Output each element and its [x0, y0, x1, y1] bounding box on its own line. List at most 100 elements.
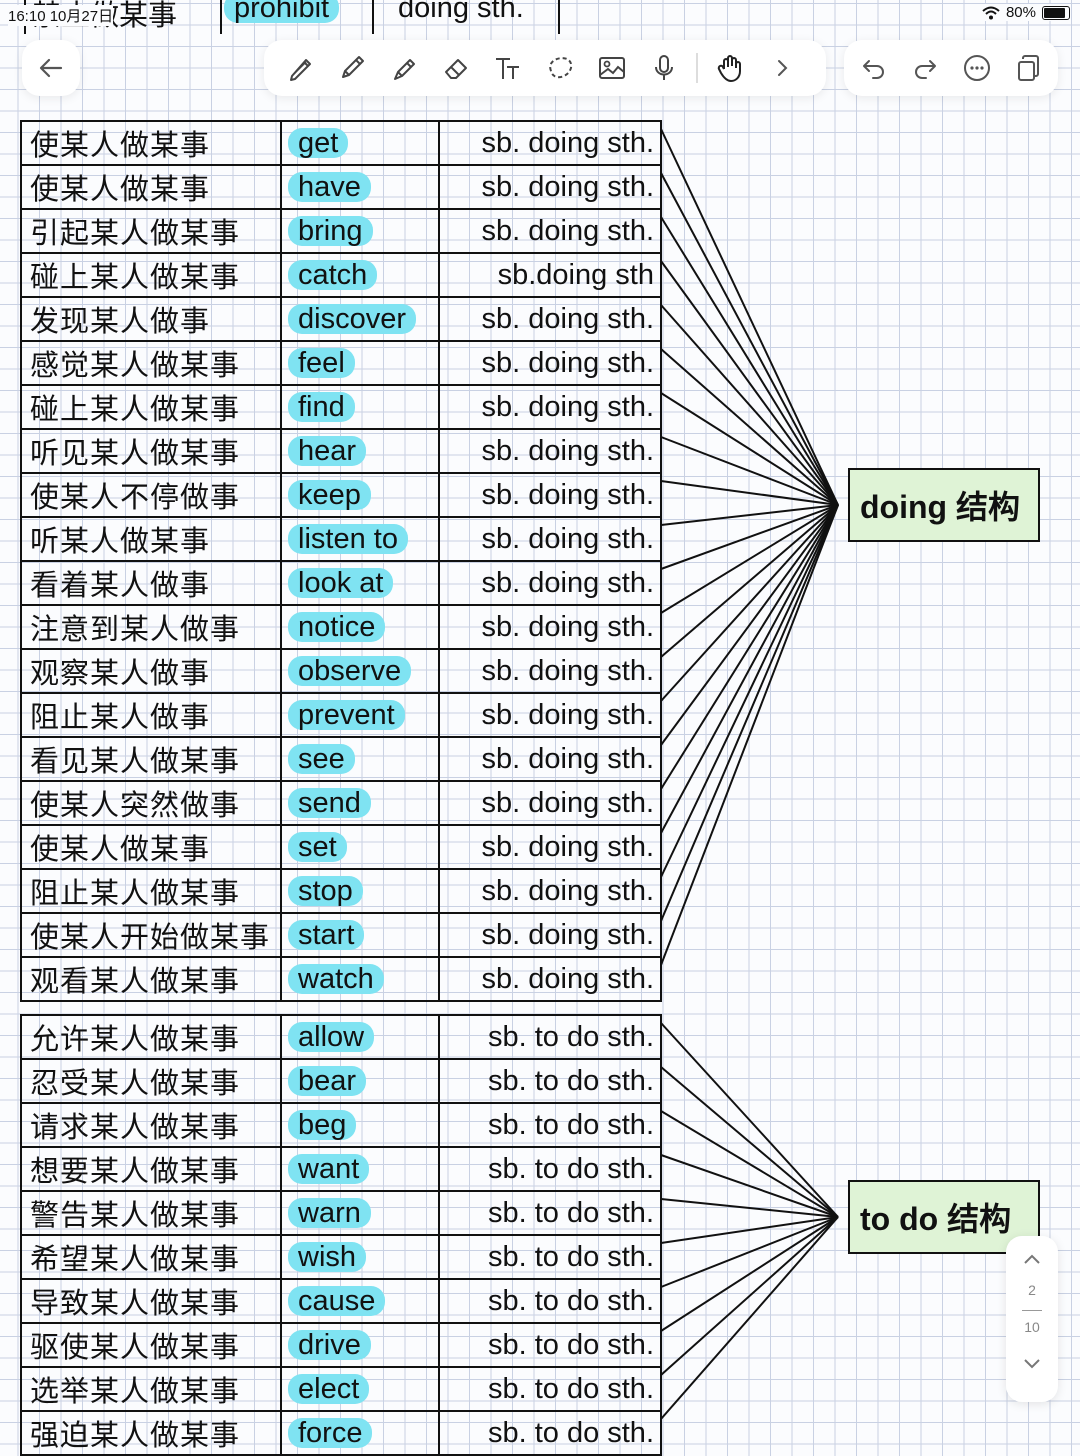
- chinese-meaning-cell: 碰上某人做某事: [20, 252, 282, 298]
- connector-line: [660, 1022, 839, 1218]
- pencil-icon[interactable]: [326, 42, 378, 94]
- status-date: 10月27日: [49, 8, 114, 25]
- pattern-cell: sb. to do sth.: [438, 1014, 662, 1060]
- connector-line: [660, 504, 839, 790]
- connector-line: [660, 1066, 839, 1218]
- verb-cell: watch: [280, 956, 440, 1002]
- pager-divider: [1022, 1310, 1042, 1311]
- connector-line: [660, 1216, 839, 1332]
- pattern-cell: sb. doing sth.: [438, 208, 662, 254]
- verb-cell: feel: [280, 340, 440, 386]
- verb-cell: allow: [280, 1014, 440, 1060]
- chinese-meaning-cell: 观看某人做某事: [20, 956, 282, 1002]
- connector-line: [660, 260, 839, 506]
- pen-icon[interactable]: [274, 42, 326, 94]
- highlighted-verb: warn: [288, 1197, 371, 1228]
- chevron-right-icon[interactable]: [756, 42, 808, 94]
- verb-cell: set: [280, 824, 440, 870]
- connector-line: [660, 216, 839, 506]
- verb-cell: see: [280, 736, 440, 782]
- chinese-meaning-cell: 使某人不停做事: [20, 472, 282, 518]
- chinese-meaning-cell: 驱使某人做某事: [20, 1322, 282, 1368]
- text-icon[interactable]: [482, 42, 534, 94]
- chinese-meaning-cell: 选举某人做某事: [20, 1366, 282, 1412]
- highlighted-verb: catch: [288, 259, 378, 290]
- verb-cell: elect: [280, 1366, 440, 1412]
- pattern-cell: sb. doing sth.: [438, 296, 662, 342]
- highlighted-verb: have: [288, 171, 371, 202]
- total-pages: 10: [1024, 1319, 1040, 1335]
- redo-icon[interactable]: [900, 42, 952, 94]
- chevron-up-icon: [1024, 1254, 1040, 1264]
- pattern-cell: sb. to do sth.: [438, 1234, 662, 1280]
- chinese-meaning-cell: 使某人做某事: [20, 824, 282, 870]
- verb-cell: send: [280, 780, 440, 826]
- chinese-meaning-cell: 看着某人做事: [20, 560, 282, 606]
- page-down-button[interactable]: [1006, 1341, 1058, 1387]
- verb-cell: force: [280, 1410, 440, 1456]
- highlighted-verb: look at: [288, 567, 394, 598]
- verb-cell: notice: [280, 604, 440, 650]
- connector-line: [660, 504, 839, 966]
- image-icon[interactable]: [586, 42, 638, 94]
- mic-icon[interactable]: [638, 42, 690, 94]
- undo-icon[interactable]: [848, 42, 900, 94]
- more-icon[interactable]: [951, 42, 1003, 94]
- chinese-meaning-cell: 请求某人做某事: [20, 1102, 282, 1148]
- page-navigator: 2 10: [1006, 1236, 1058, 1402]
- pattern-cell: sb. to do sth.: [438, 1410, 662, 1456]
- pattern-cell: sb. doing sth.: [438, 428, 662, 474]
- connector-line: [660, 480, 839, 506]
- pattern-cell: sb. doing sth.: [438, 956, 662, 1002]
- chinese-meaning-cell: 阻止某人做某事: [20, 868, 282, 914]
- chinese-meaning-cell: 希望某人做某事: [20, 1234, 282, 1280]
- highlighted-verb: see: [288, 743, 355, 774]
- chinese-meaning-cell: 发现某人做事: [20, 296, 282, 342]
- pattern-cell: sb. doing sth.: [438, 648, 662, 694]
- toolbar-divider: [696, 53, 698, 83]
- highlighted-verb: bear: [288, 1065, 367, 1096]
- pattern-cell: sb. to do sth.: [438, 1278, 662, 1324]
- page-up-button[interactable]: [1006, 1236, 1058, 1282]
- highlighted-verb: observe: [288, 655, 412, 686]
- pattern-cell: sb. to do sth.: [438, 1102, 662, 1148]
- highlighted-verb: prevent: [288, 699, 405, 730]
- eraser-icon[interactable]: [430, 42, 482, 94]
- verb-cell: listen to: [280, 516, 440, 562]
- back-button[interactable]: [22, 40, 80, 96]
- chinese-meaning-cell: 听见某人做某事: [20, 428, 282, 474]
- highlighted-verb: stop: [288, 875, 363, 906]
- status-time: 16:10 10月27日: [8, 5, 114, 26]
- connector-line: [660, 172, 839, 506]
- verb-cell: beg: [280, 1102, 440, 1148]
- doing-structure-label: doing 结构: [848, 468, 1040, 542]
- hand-icon[interactable]: [704, 42, 756, 94]
- highlighted-verb: feel: [288, 347, 355, 378]
- marker-icon[interactable]: [378, 42, 430, 94]
- connector-line: [660, 304, 839, 506]
- pattern-cell: sb. to do sth.: [438, 1322, 662, 1368]
- doing-connector-lines: [660, 128, 839, 966]
- connector-line: [660, 392, 839, 506]
- highlighted-verb: want: [288, 1153, 370, 1184]
- highlighted-verb: set: [288, 831, 347, 862]
- pages-icon[interactable]: [1003, 42, 1055, 94]
- lasso-icon[interactable]: [534, 42, 586, 94]
- highlighted-verb: elect: [288, 1373, 370, 1404]
